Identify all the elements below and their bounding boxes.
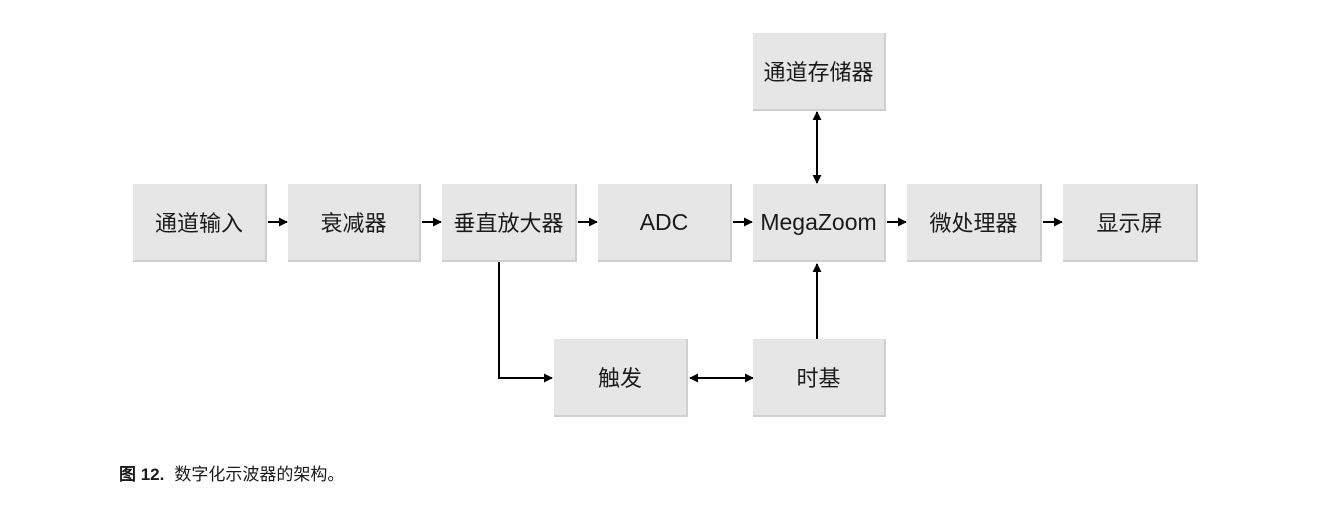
label-vertical-amplifier: 垂直放大器 xyxy=(453,212,564,237)
label-channel-memory: 通道存储器 xyxy=(763,61,874,86)
block-timebase: 时基 xyxy=(753,339,886,417)
label-adc: ADC xyxy=(639,208,689,235)
block-trigger: 触发 xyxy=(554,339,688,417)
block-adc: ADC xyxy=(598,184,732,262)
label-channel-input: 通道输入 xyxy=(154,212,243,237)
label-attenuator: 衰减器 xyxy=(320,212,387,237)
block-attenuator: 衰减器 xyxy=(288,184,421,262)
label-timebase: 时基 xyxy=(796,367,841,392)
block-channel-input: 通道输入 xyxy=(133,184,267,262)
label-microprocessor: 微处理器 xyxy=(929,212,1018,237)
block-megazoom: MegaZoom xyxy=(753,184,886,262)
arrow-amplifier-to-trigger xyxy=(498,262,553,383)
figure-caption-text: 数字化示波器的架构。 xyxy=(174,465,345,485)
figure-label: 图 12. xyxy=(119,465,165,484)
block-display: 显示屏 xyxy=(1063,184,1198,262)
label-megazoom: MegaZoom xyxy=(760,208,877,235)
figure-caption: 图 12. 数字化示波器的架构。 xyxy=(119,460,344,485)
label-display: 显示屏 xyxy=(1096,212,1163,237)
block-vertical-amplifier: 垂直放大器 xyxy=(442,184,577,262)
label-trigger: 触发 xyxy=(597,367,642,392)
block-microprocessor: 微处理器 xyxy=(907,184,1042,262)
block-channel-memory: 通道存储器 xyxy=(753,33,886,111)
